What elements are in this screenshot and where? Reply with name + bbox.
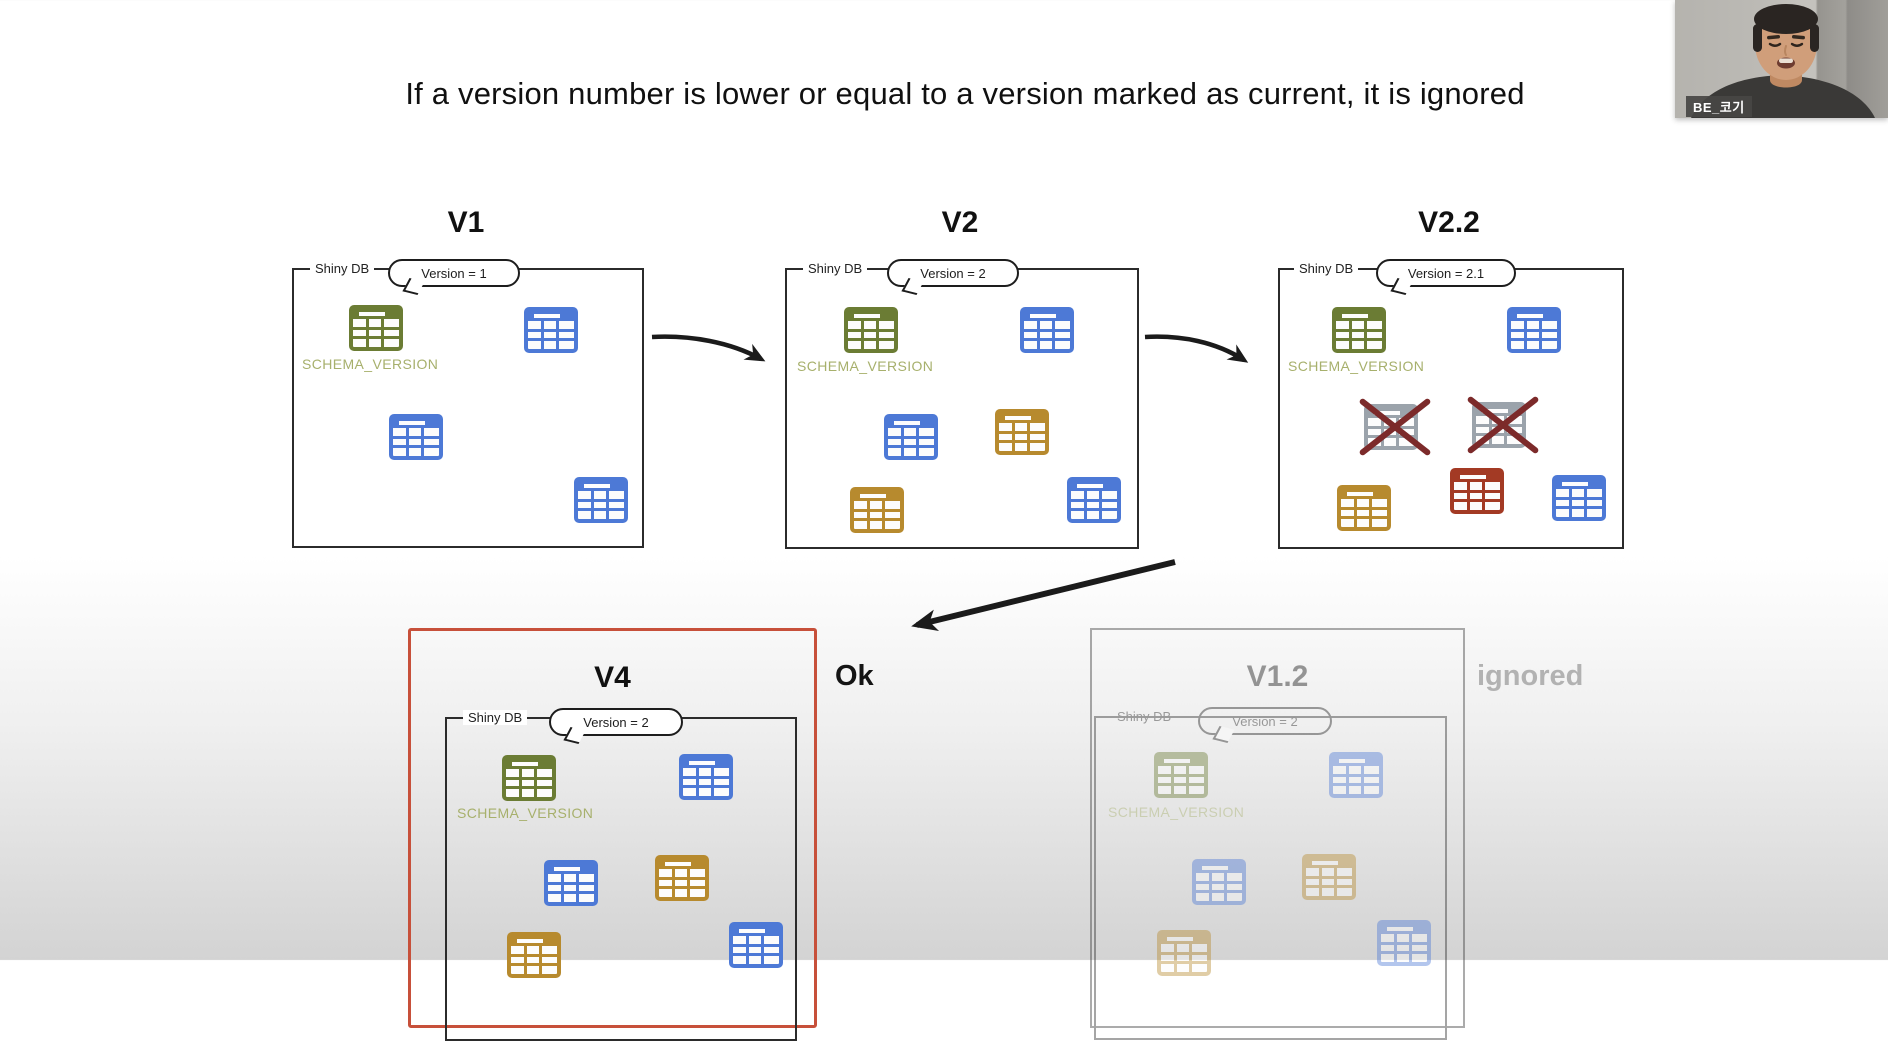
db-label: Shiny DB <box>463 710 528 725</box>
status-ignored-label: ignored <box>1477 660 1584 692</box>
table-icon <box>574 477 628 523</box>
db-label: Shiny DB <box>1294 261 1359 276</box>
table-icon <box>524 307 578 353</box>
diagram-v1: V1 Shiny DB Version = 1 SCHEMA_VERSION <box>292 206 644 548</box>
dropped-table-icon <box>1472 402 1526 448</box>
version-bubble: Version = 2.1 <box>1376 259 1516 287</box>
table-icon <box>1450 468 1504 514</box>
table-icon <box>1337 485 1391 531</box>
diagram-title: V1 <box>447 206 485 239</box>
diagram-v2: V2 Shiny DB Version = 2 SCHEMA_VERSION <box>785 206 1139 549</box>
db-box: Shiny DB Version = 2 SCHEMA_VERSION <box>1094 707 1447 1040</box>
curved-arrow-icon <box>651 334 766 362</box>
schema-version-label: SCHEMA_VERSION <box>1288 358 1425 374</box>
presenter-avatar <box>1691 4 1875 118</box>
table-icon <box>1329 752 1383 798</box>
schema-version-table-icon <box>844 307 898 353</box>
table-icon <box>729 922 783 968</box>
schema-version-label: SCHEMA_VERSION <box>457 805 594 821</box>
schema-version-table-icon <box>349 305 403 351</box>
version-bubble: Version = 2 <box>887 259 1019 287</box>
big-arrow-icon <box>911 559 1176 631</box>
version-bubble: Version = 1 <box>388 259 520 287</box>
table-icon <box>1157 930 1211 976</box>
db-box: Shiny DB Version = 2.1 SCHEMA_VERSION <box>1278 259 1624 549</box>
schema-version-label: SCHEMA_VERSION <box>302 356 439 372</box>
table-icon <box>679 754 733 800</box>
table-icon <box>507 932 561 978</box>
schema-version-table-icon <box>1154 752 1208 798</box>
schema-version-label: SCHEMA_VERSION <box>797 358 934 374</box>
diagram-v1-2: V1.2 Shiny DB Version = 2 SCHEMA_VERSION <box>1090 628 1465 1040</box>
schema-version-table-icon <box>502 755 556 801</box>
version-bubble: Version = 2 <box>549 708 683 736</box>
curved-arrow-icon <box>1144 334 1249 363</box>
table-icon <box>1192 859 1246 905</box>
db-label: Shiny DB <box>1117 709 1172 724</box>
schema-version-table-icon <box>1332 307 1386 353</box>
diagram-v4: V4 Shiny DB Version = 2 SCHEMA_VERSION <box>408 628 817 1041</box>
table-icon <box>1067 477 1121 523</box>
diagram-title: V2.2 <box>1418 206 1480 239</box>
table-icon <box>1377 920 1431 966</box>
version-bubble: Version = 2 <box>1198 707 1332 735</box>
db-box: Shiny DB Version = 2 SCHEMA_VERSION <box>785 259 1139 549</box>
diagram-v2-2: V2.2 Shiny DB Version = 2.1 SCHEMA_VERSI… <box>1278 206 1624 549</box>
presenter-name-tag: BE_코기 <box>1686 96 1752 117</box>
dropped-table-icon <box>1364 404 1418 450</box>
db-box: Shiny DB Version = 2 SCHEMA_VERSION <box>445 708 797 1041</box>
table-icon <box>995 409 1049 455</box>
table-icon <box>1507 307 1561 353</box>
table-icon <box>1020 307 1074 353</box>
diagram-title: V4 <box>594 661 631 694</box>
table-icon <box>1302 854 1356 900</box>
db-label: Shiny DB <box>310 261 375 276</box>
db-box: Shiny DB Version = 1 SCHEMA_VERSION <box>292 259 644 548</box>
table-icon <box>655 855 709 901</box>
table-icon <box>1552 475 1606 521</box>
slide-title: If a version number is lower or equal to… <box>405 75 1525 111</box>
status-ok-label: Ok <box>835 660 874 692</box>
table-icon <box>544 860 598 906</box>
table-icon <box>389 414 443 460</box>
webcam-overlay: BE_코기 <box>1675 0 1888 118</box>
diagram-title: V2 <box>941 206 979 239</box>
schema-version-label: SCHEMA_VERSION <box>1108 804 1245 820</box>
table-icon <box>850 487 904 533</box>
db-label: Shiny DB <box>803 261 868 276</box>
diagram-title: V1.2 <box>1246 660 1309 693</box>
table-icon <box>884 414 938 460</box>
